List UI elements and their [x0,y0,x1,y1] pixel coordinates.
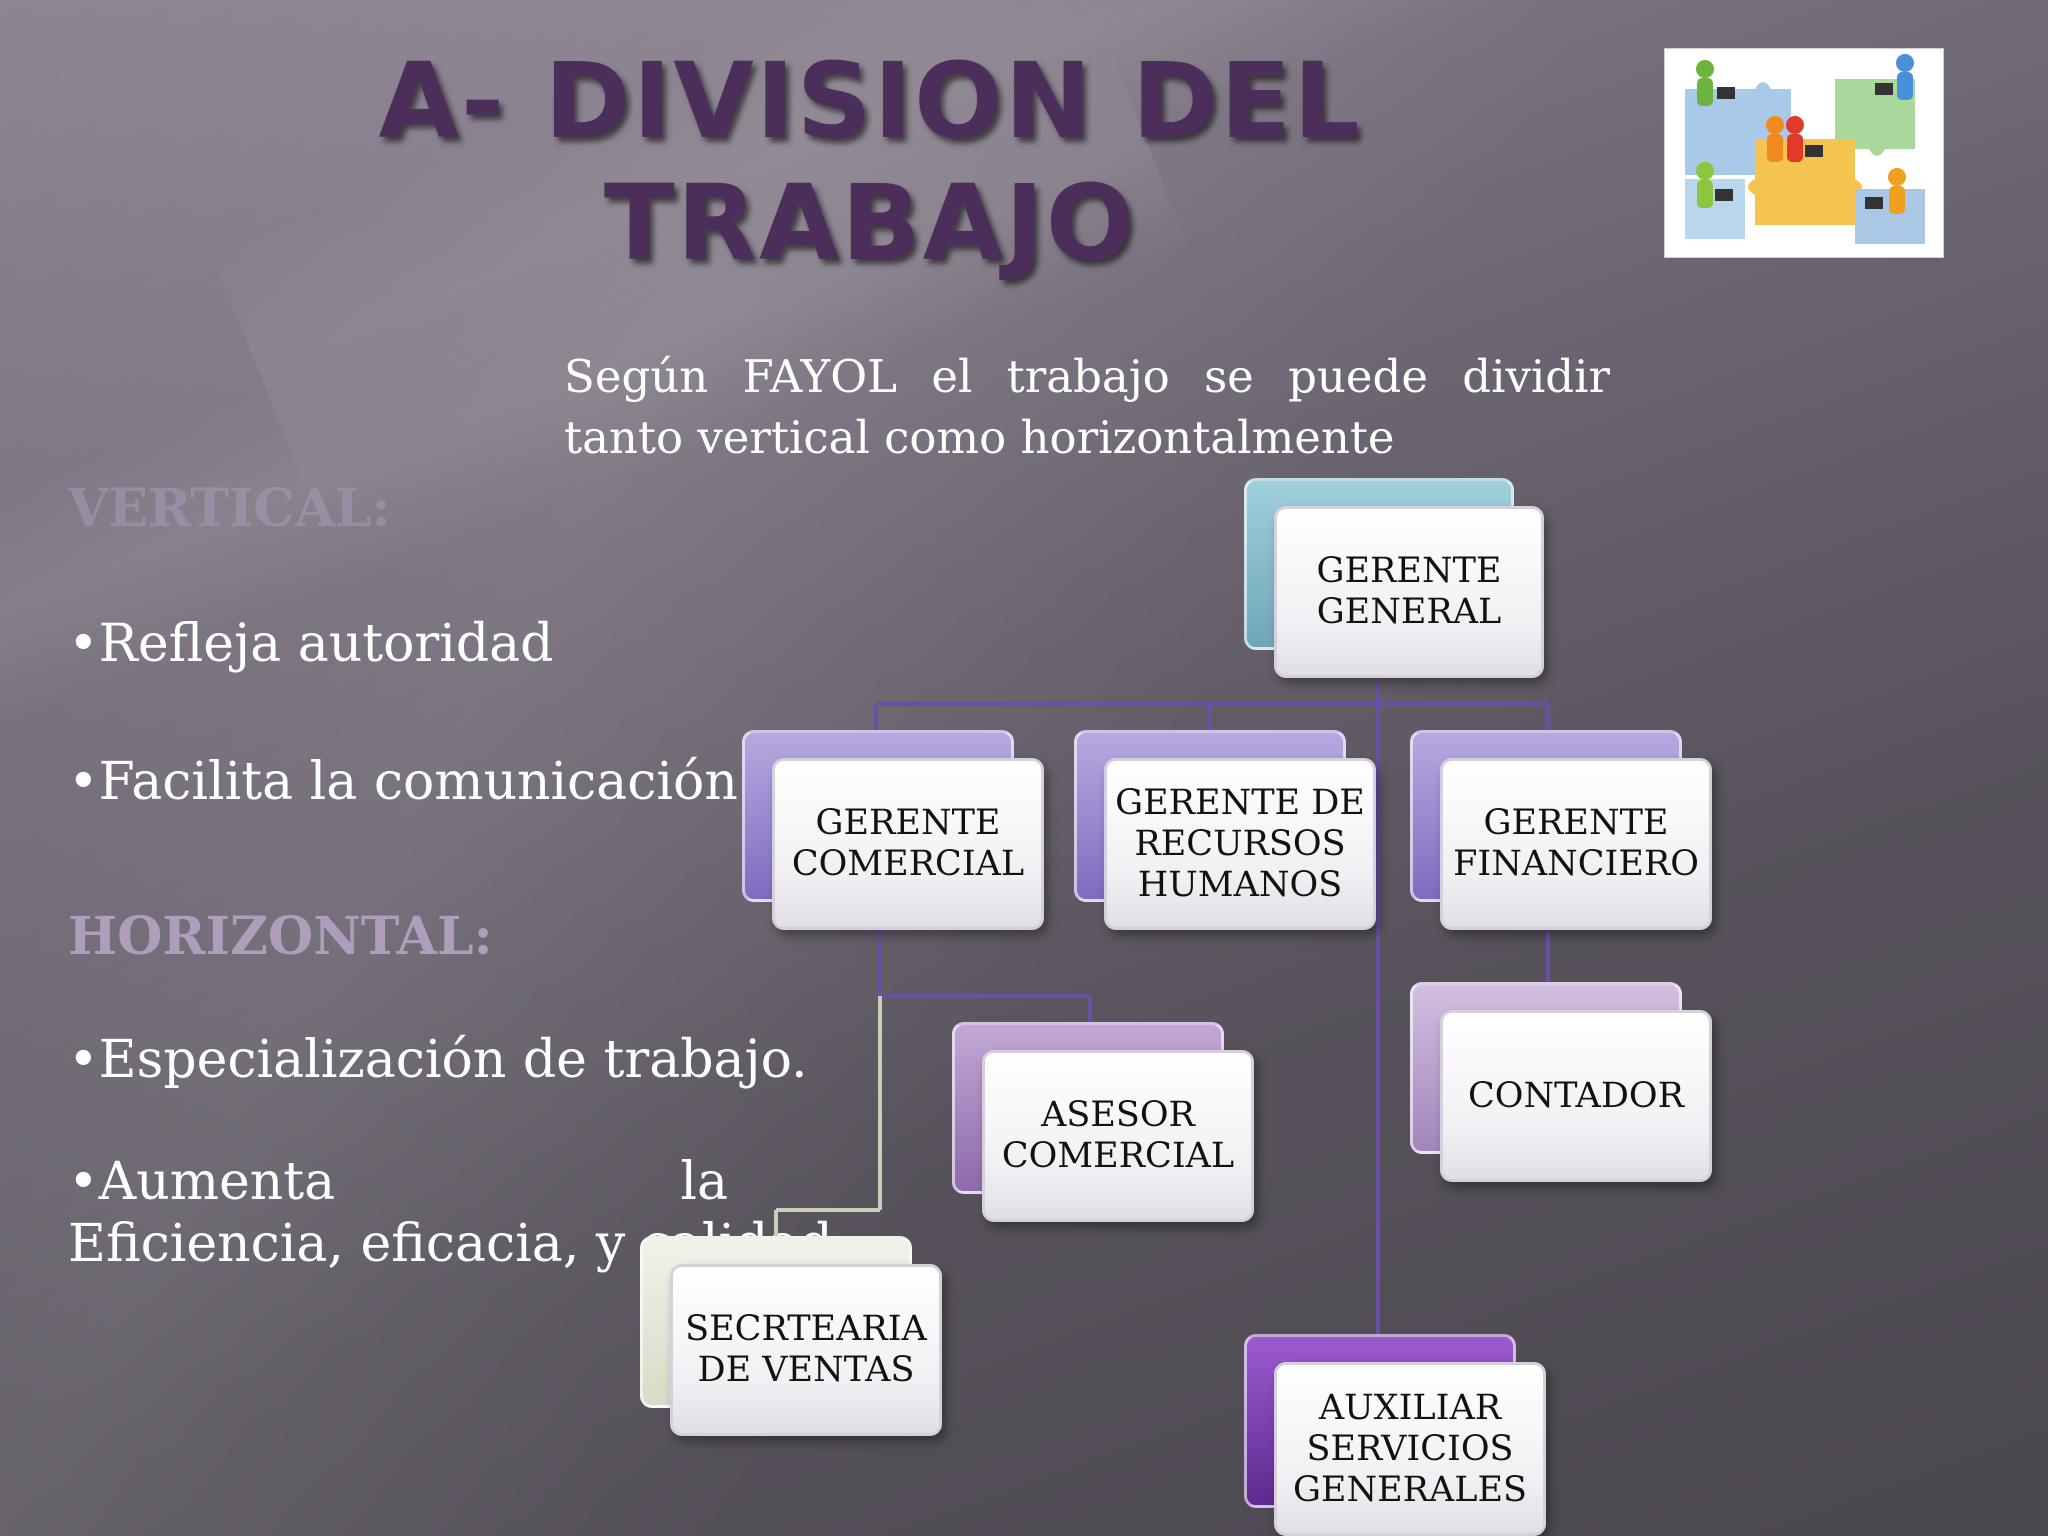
slide-subtitle: Según FAYOL el trabajo se puede dividir … [564,350,1610,464]
bullet-aumenta-word: •Aumenta [68,1152,336,1212]
node-text-line: SERVICIOS [1306,1428,1514,1469]
node-text-line: GERENTE [1483,803,1669,843]
node-secretaria-ventas: SECRTEARIA DE VENTAS [640,1236,942,1436]
node-text-line: FINANCIERO [1453,844,1699,884]
node-box: AUXILIAR SERVICIOS GENERALES [1274,1362,1546,1536]
node-text-line: COMERCIAL [791,844,1025,884]
title-line-2: TRABAJO [603,162,1137,284]
node-text-line: SECRTEARIA [685,1309,927,1349]
node-text-line: GENERAL [1316,592,1502,632]
node-contador: CONTADOR [1410,982,1712,1182]
node-box: CONTADOR [1440,1010,1712,1182]
title-line-1: A- DIVISION DEL [378,40,1362,162]
node-box: SECRTEARIA DE VENTAS [670,1264,942,1436]
node-text-line: ASESOR [1041,1095,1195,1135]
node-text-line: HUMANOS [1137,864,1343,905]
node-box: GERENTE FINANCIERO [1440,758,1712,930]
vertical-heading: VERTICAL: [68,478,391,539]
node-asesor-comercial: ASESOR COMERCIAL [952,1022,1254,1222]
connector-lines-purple [874,682,1550,1338]
node-box: GERENTE DE RECURSOS HUMANOS [1104,758,1376,930]
node-text-line: GERENTE [815,803,1001,843]
bullet-especializacion: •Especialización de trabajo. [68,1030,808,1090]
node-gerente-financiero: GERENTE FINANCIERO [1410,730,1712,930]
node-box: ASESOR COMERCIAL [982,1050,1254,1222]
bullet-facilita-comunicacion: •Facilita la comunicación. [68,752,755,812]
node-text-line: GERENTE DE [1115,782,1365,823]
node-gerente-general: GERENTE GENERAL [1244,478,1544,678]
node-text-line: AUXILIAR [1318,1387,1502,1428]
node-text-line: RECURSOS [1134,823,1346,864]
teamwork-puzzle-illustration [1664,48,1944,258]
node-text-line: DE VENTAS [697,1350,915,1390]
node-text-line: GENERALES [1292,1469,1528,1510]
node-gerente-recursos-humanos: GERENTE DE RECURSOS HUMANOS [1074,730,1376,930]
node-auxiliar-servicios-generales: AUXILIAR SERVICIOS GENERALES [1244,1334,1546,1536]
node-text-line: COMERCIAL [1001,1136,1235,1176]
bullet-aumenta: •Aumenta la [68,1152,728,1212]
node-text-line: GERENTE [1316,551,1502,591]
slide-title: A- DIVISION DEL TRABAJO [340,40,1440,284]
node-box: GERENTE COMERCIAL [772,758,1044,930]
bullet-refleja-autoridad: •Refleja autoridad [68,614,554,674]
horizontal-heading: HORIZONTAL: [68,906,493,967]
connector-lines-light [774,996,882,1236]
bullet-aumenta-la: la [680,1152,728,1212]
node-box: GERENTE GENERAL [1274,506,1544,678]
node-gerente-comercial: GERENTE COMERCIAL [742,730,1044,930]
node-text-line: CONTADOR [1468,1075,1684,1116]
